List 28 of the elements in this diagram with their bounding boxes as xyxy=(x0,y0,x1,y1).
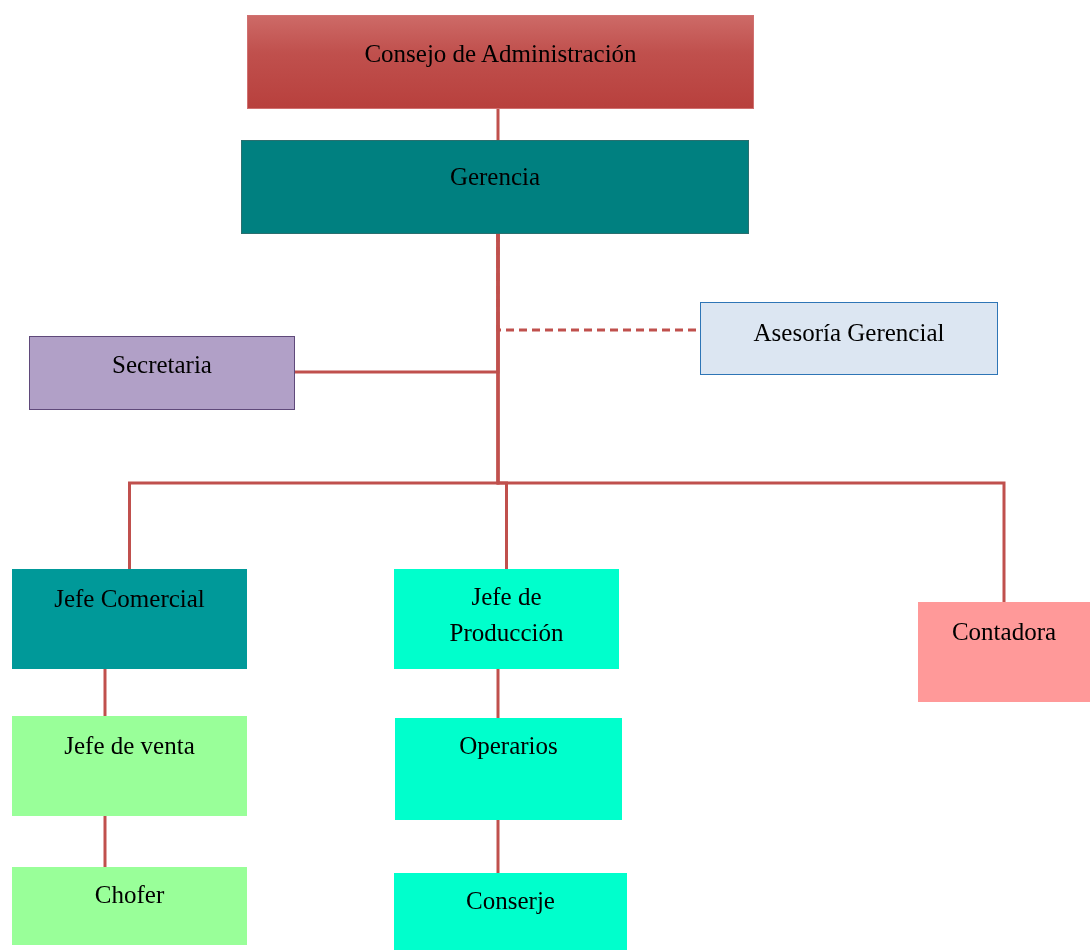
box-label: Operarios xyxy=(459,731,558,761)
connector-line xyxy=(103,816,107,867)
connector-line xyxy=(496,109,500,140)
box-label: Secretaria xyxy=(112,350,212,380)
org-chart-box xyxy=(241,140,749,234)
box-label: Asesoría Gerencial xyxy=(753,318,945,348)
org-chart-box xyxy=(394,873,627,950)
org-chart-box xyxy=(12,867,247,945)
box-label: Contadora xyxy=(951,617,1057,647)
connector-line xyxy=(496,820,500,873)
org-chart-box xyxy=(247,15,754,109)
org-chart-box xyxy=(12,569,247,669)
connector-line xyxy=(496,669,500,718)
org-chart-box xyxy=(12,716,247,816)
org-chart-box xyxy=(395,718,622,820)
box-label: Chofer xyxy=(94,880,165,910)
box-label: Jefe de venta xyxy=(64,731,195,761)
box-label: Gerencia xyxy=(449,162,541,192)
org-chart-box xyxy=(394,569,619,669)
box-label: Consejo de Administración xyxy=(364,39,637,69)
org-chart-box xyxy=(700,302,998,375)
box-label: Jefe Comercial xyxy=(54,584,205,614)
box-label: Jefe de Producción xyxy=(448,582,565,649)
connector-line xyxy=(103,669,107,716)
org-chart-box xyxy=(29,336,295,410)
org-chart-box xyxy=(918,602,1090,702)
connector-line xyxy=(496,234,1006,602)
box-label: Conserje xyxy=(466,886,555,916)
